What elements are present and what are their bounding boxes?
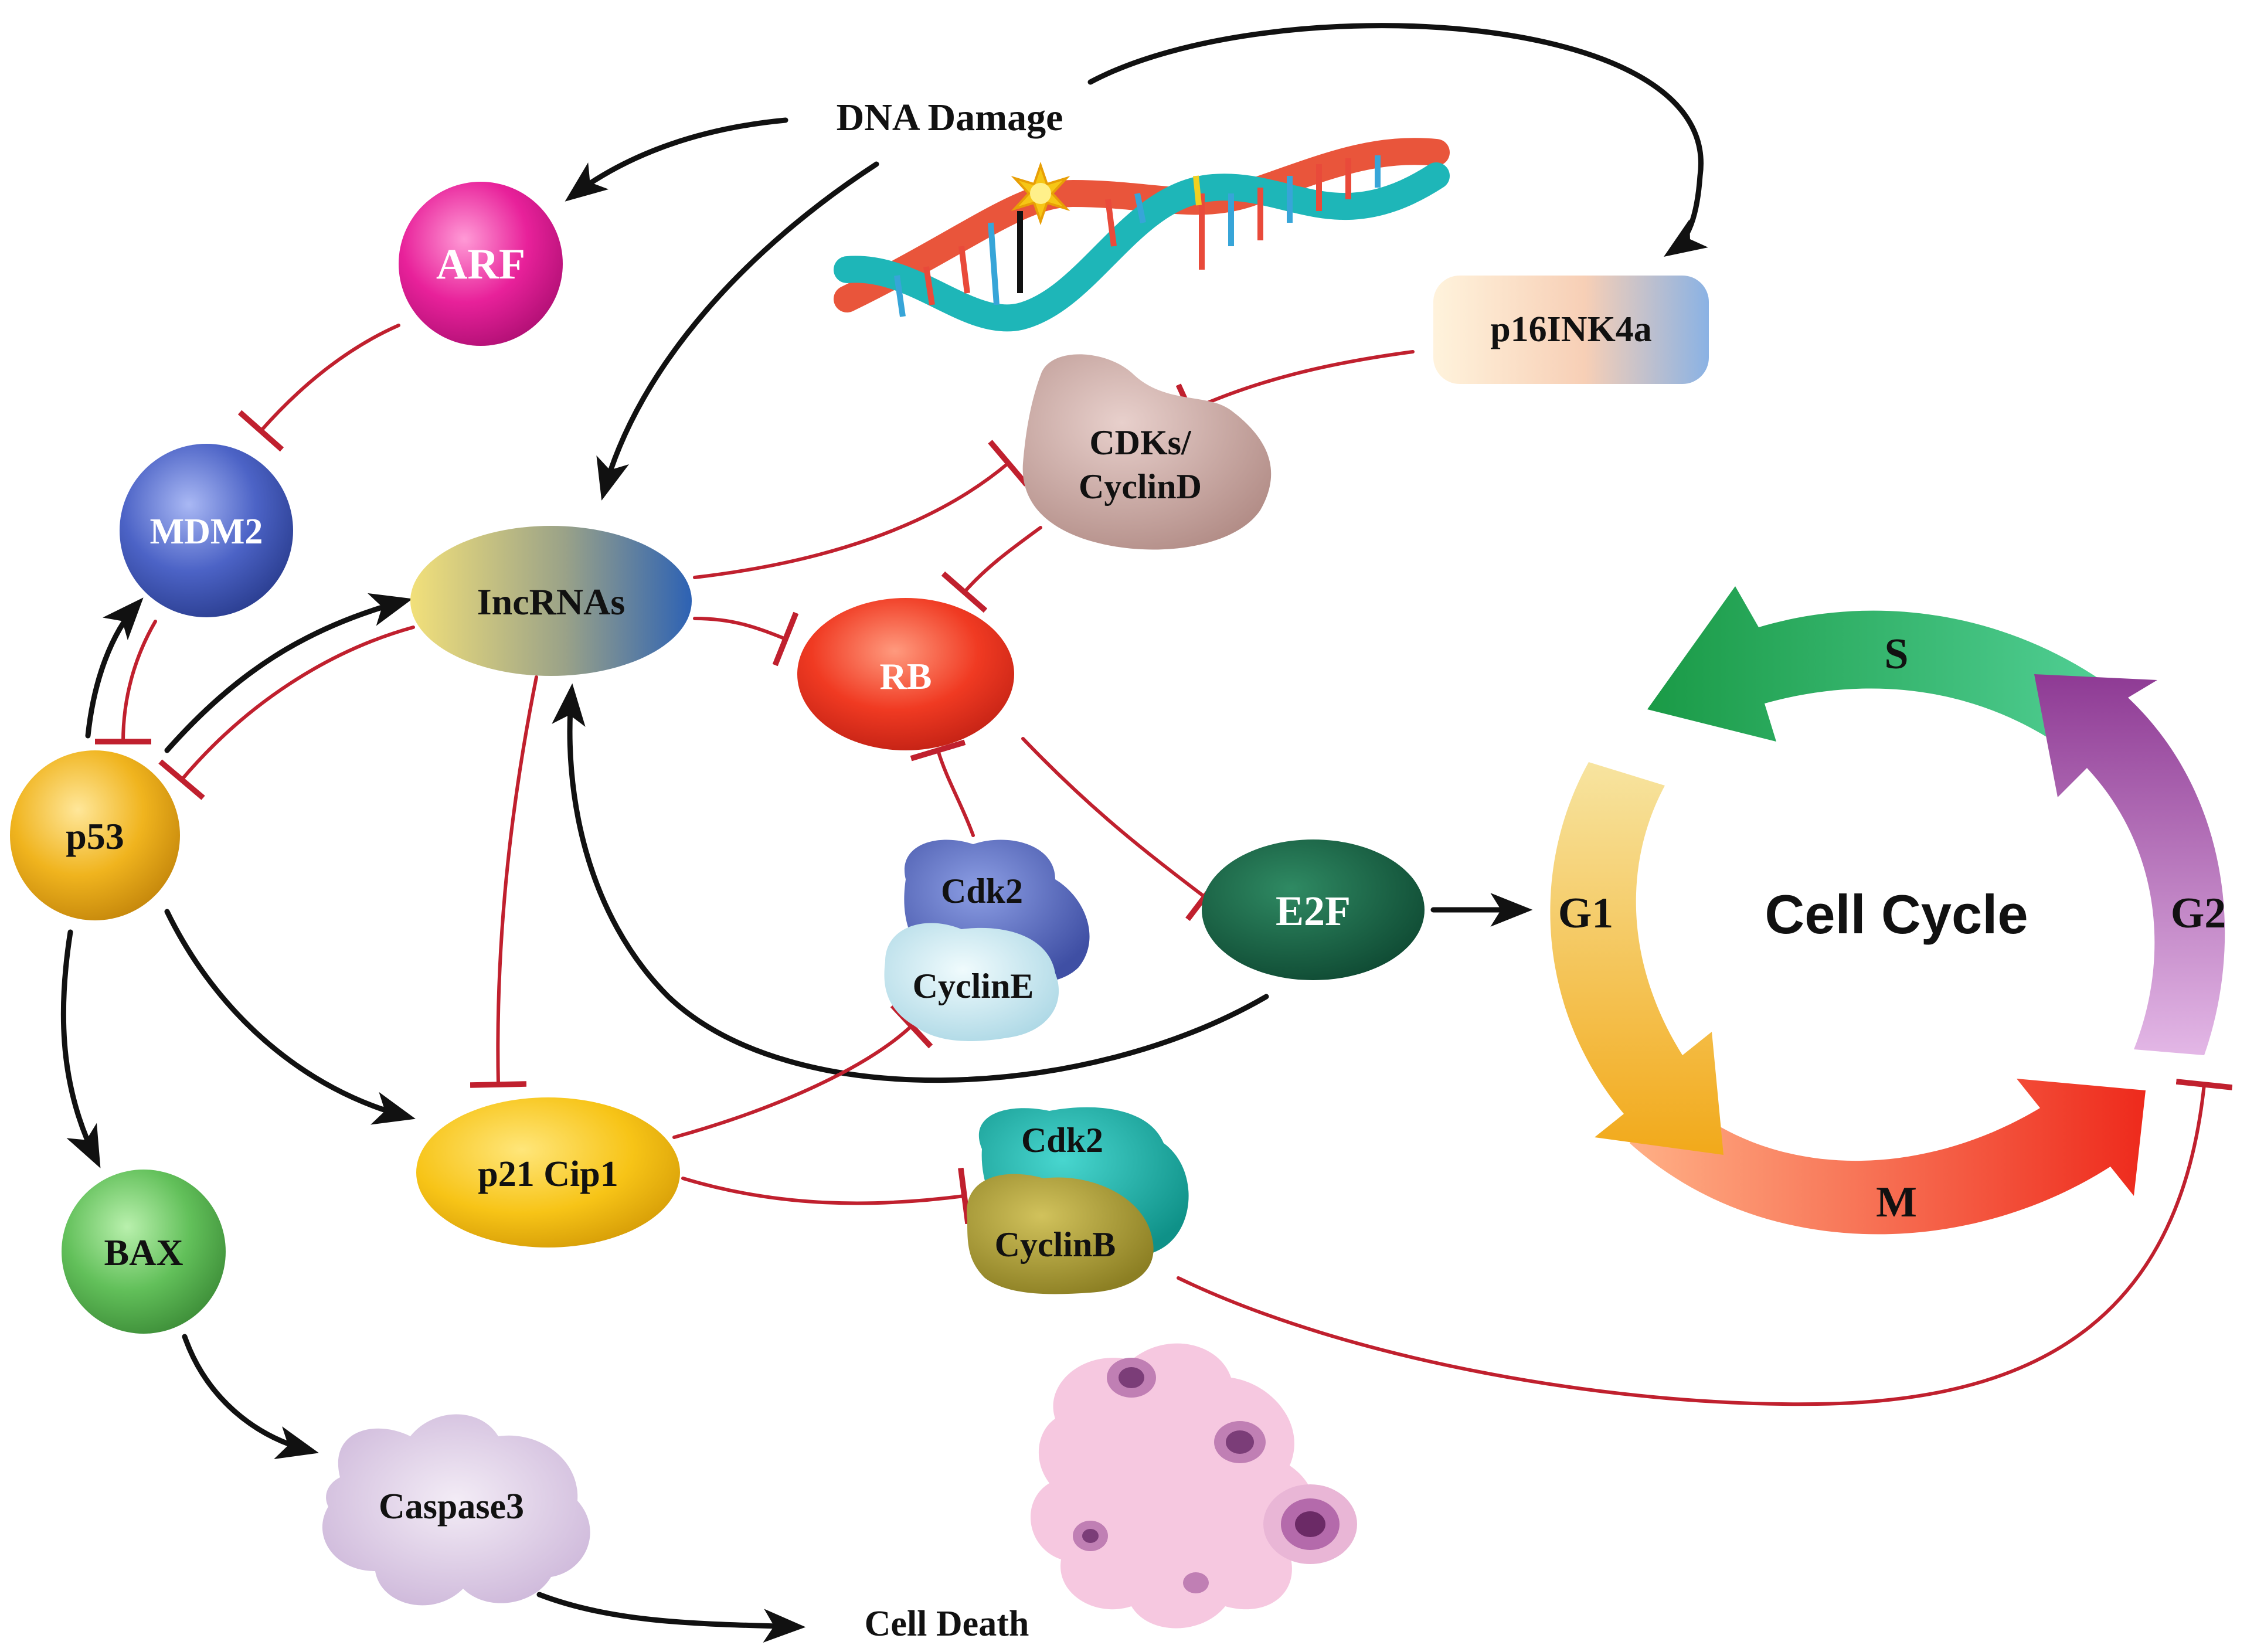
cdk2-cycline-cycline-shape: [884, 923, 1059, 1041]
cdk2-cyclinb-complex[interactable]: Cdk2 CyclinB: [967, 1107, 1189, 1294]
inhibit-lncrnas-to-cdks: [693, 440, 1029, 579]
inhibit-mdm2-to-p53: [94, 620, 157, 745]
bax-node[interactable]: BAX: [62, 1170, 226, 1334]
phase-m-arrow: [1630, 1079, 2146, 1235]
arrow-dna-damage-to-p16: [1087, 23, 1708, 257]
cyclin-b-label: CyclinB: [995, 1225, 1116, 1264]
p21-cip1-node[interactable]: p21 Cip1: [416, 1097, 680, 1248]
arrow-dna-damage-to-lncrnas: [596, 161, 879, 501]
cyclin-e-label: CyclinE: [913, 967, 1034, 1005]
dna-damage-label: DNA Damage: [837, 96, 1063, 139]
cdks-cyclind-node[interactable]: CDKs/ CyclinD: [1022, 354, 1272, 550]
cdk2-cyclinb-cyclinb-shape: [967, 1174, 1154, 1294]
caspase3-label: Caspase3: [379, 1487, 524, 1527]
p53-node[interactable]: p53: [10, 750, 180, 920]
p53-label: p53: [66, 815, 124, 857]
activation-arrows: [60, 23, 1708, 1643]
inhibit-arf-to-mdm2: [237, 324, 400, 452]
inhibit-cdks-to-rb: [941, 526, 1042, 613]
inhibit-p21-to-cdk2-cycline: [672, 1003, 933, 1139]
rb-node[interactable]: RB: [797, 598, 1014, 750]
phase-g1-arrow: [1550, 762, 1724, 1155]
e2f-label: E2F: [1276, 888, 1351, 934]
inhibit-cdk2-cycline-to-rb: [910, 739, 975, 837]
phase-g2-label: G2: [2171, 889, 2226, 937]
arrow-bax-to-caspase3: [182, 1334, 319, 1459]
inhibit-lncrnas-to-p21: [470, 675, 538, 1088]
apoptotic-cells-illustration: [1030, 1343, 1357, 1629]
phase-g1-label: G1: [1558, 889, 1614, 937]
arrow-dna-damage-to-arf: [565, 117, 788, 202]
cell-cycle-center-label: Cell Cycle: [1765, 883, 2028, 945]
mdm2-node[interactable]: MDM2: [120, 444, 293, 617]
rb-label: RB: [880, 655, 932, 697]
arrow-e2f-to-lncrnas: [552, 683, 1269, 1083]
phase-g2-arrow: [2034, 674, 2225, 1055]
inhibition-lines: [94, 324, 2233, 1406]
mdm2-label: MDM2: [150, 512, 263, 552]
arrow-p53-to-bax: [60, 929, 101, 1168]
cdk2-e-label: Cdk2: [941, 872, 1023, 910]
inhibit-lncrnas-to-p53: [158, 626, 415, 800]
cdks-label-line2: CyclinD: [1079, 467, 1202, 506]
bax-label: BAX: [104, 1232, 183, 1273]
inhibit-cdk2-cyclinb-to-g2: [1177, 1079, 2233, 1406]
arrow-p53-to-lncrnas: [164, 593, 413, 753]
cdks-label-line1: CDKs/: [1089, 423, 1192, 462]
arrow-caspase3-to-cell-death: [536, 1592, 806, 1643]
cdk2-b-label: Cdk2: [1021, 1121, 1103, 1160]
cell-death-label: Cell Death: [865, 1604, 1029, 1644]
lncrnas-node[interactable]: IncRNAs: [410, 526, 692, 676]
p21-cip1-label: p21 Cip1: [478, 1154, 618, 1194]
arf-node[interactable]: ARF: [399, 182, 563, 346]
p16ink4a-node[interactable]: p16INK4a: [1433, 276, 1709, 384]
arrow-p53-to-mdm2: [85, 597, 144, 739]
arf-label: ARF: [436, 240, 525, 288]
e2f-node[interactable]: E2F: [1202, 839, 1425, 980]
lncrnas-label: IncRNAs: [477, 581, 625, 623]
cdk2-cycline-complex[interactable]: Cdk2 CyclinE: [884, 839, 1090, 1041]
inhibit-rb-to-e2f: [1021, 737, 1224, 922]
inhibit-lncrnas-to-rb: [693, 611, 799, 667]
phase-m-label: M: [1876, 1178, 1917, 1226]
arrow-p53-to-p21: [164, 909, 416, 1125]
inhibit-p21-to-cdk2-cyclinb: [681, 1167, 971, 1225]
cell-cycle-wheel: S G1 G2 M Cell Cycle: [1550, 586, 2226, 1235]
phase-s-label: S: [1884, 630, 1908, 678]
damage-burst-icon: [1011, 161, 1070, 226]
p16ink4a-label: p16INK4a: [1490, 310, 1652, 349]
caspase3-node[interactable]: Caspase3: [322, 1414, 590, 1606]
phase-s-arrow: [1647, 586, 2140, 756]
dna-helix-illustration: [834, 138, 1450, 332]
inhibit-p16-to-cdks: [1175, 350, 1415, 437]
